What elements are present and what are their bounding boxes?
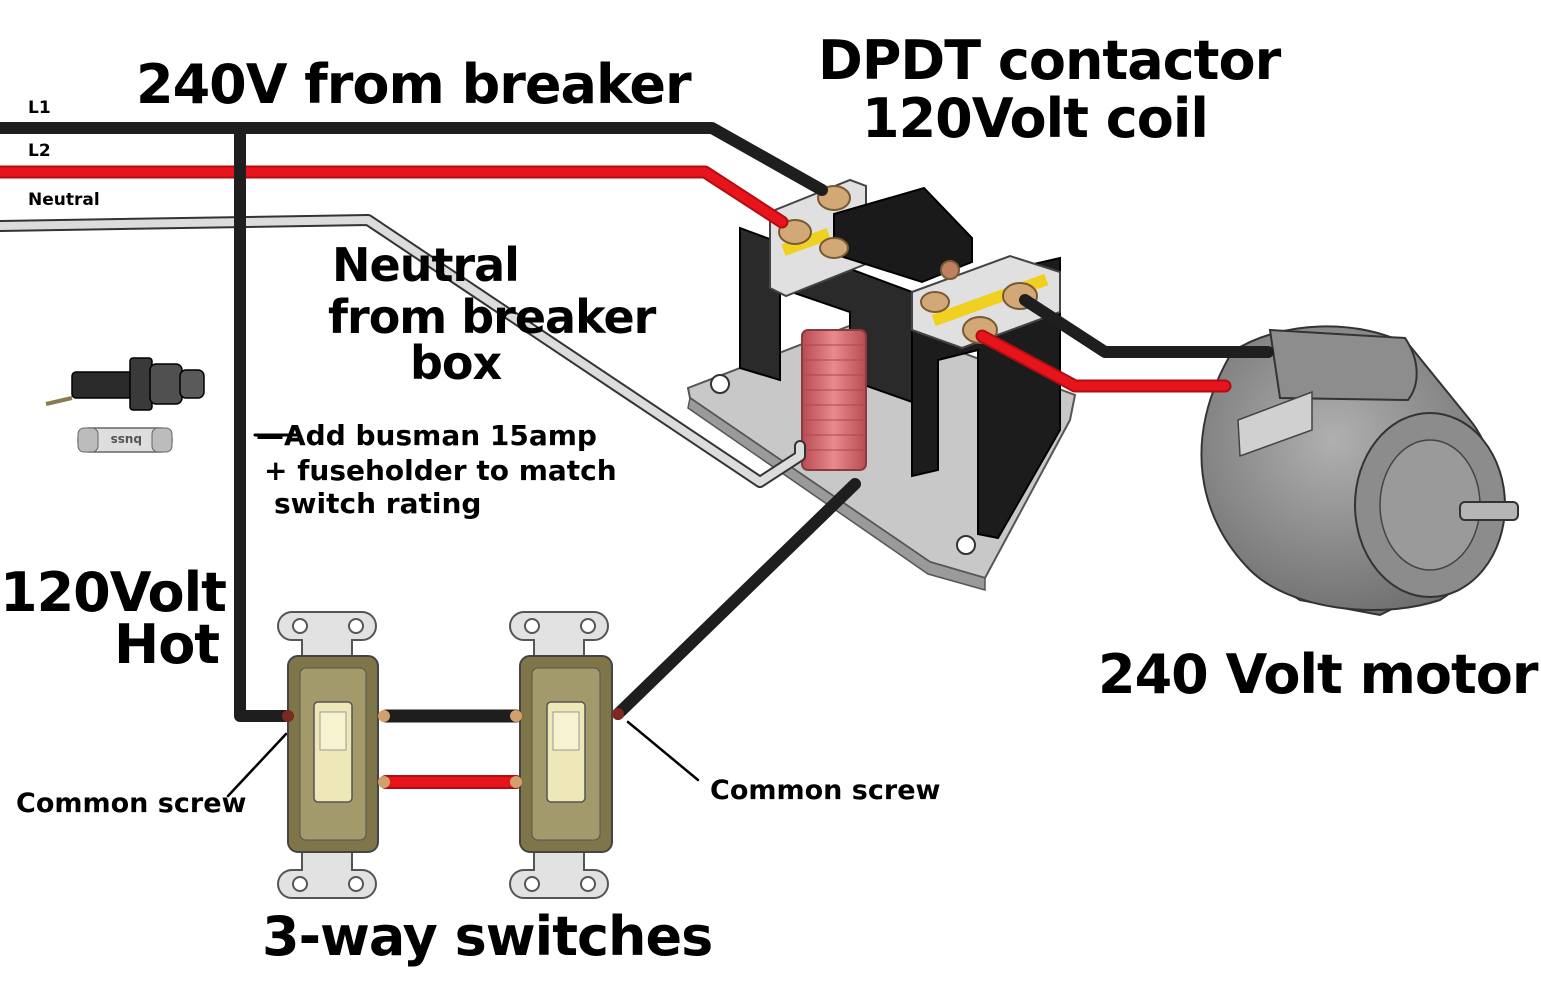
terminal-strip-yellow: [781, 228, 831, 256]
3-way-switch-right: [509, 611, 624, 899]
l2-wire-fill: [0, 167, 787, 227]
motor-black-lead: [1019, 294, 1274, 358]
motor-nameplate: [1237, 390, 1313, 458]
coil-winding: [801, 329, 867, 471]
common-screw-icon: [612, 708, 624, 720]
heading-240v-from-breaker: 240V from breaker: [136, 53, 692, 116]
mount-hole-icon: [956, 535, 976, 555]
fuse-print: buss: [111, 433, 142, 447]
motor-red-lead-fill: [977, 331, 1230, 391]
label-common-screw-left: Common screw: [16, 788, 247, 819]
l1-wire: [0, 122, 828, 196]
label-120volt: 120Volt: [0, 561, 227, 624]
wire-label-l2: L2: [28, 141, 51, 161]
dpdt-contactor: [686, 178, 1077, 591]
coil-feed-wire: [612, 478, 861, 720]
label-neutral-from-line2: from breaker: [328, 290, 656, 344]
wires: [0, 122, 1274, 798]
label-hot: Hot: [114, 613, 220, 676]
hot-wire: [234, 122, 294, 722]
common-leader-right: [626, 720, 700, 782]
fuse-holder: [45, 357, 205, 411]
label-common-screw-right: Common screw: [710, 775, 941, 806]
fuse-note-line3: switch rating: [274, 487, 482, 520]
mount-hole-icon: [710, 374, 730, 394]
motor-junction-box: [1268, 328, 1418, 402]
contactor-base-edge: [687, 396, 986, 591]
busman-fuse: buss: [77, 427, 173, 453]
240v-motor: [1200, 325, 1519, 617]
label-240-volt-motor: 240 Volt motor: [1098, 643, 1538, 706]
label-neutral-from-line1: Neutral: [332, 238, 520, 292]
3-way-switch-left: [277, 611, 390, 899]
common-screw-icon: [282, 710, 294, 722]
wire-label-l1: L1: [28, 98, 51, 118]
wire-label-neutral: Neutral: [28, 190, 100, 210]
common-leader-left: [226, 732, 288, 798]
fuse-note-line1: —Add busman 15amp: [256, 419, 597, 452]
heading-dpdt-contactor: DPDT contactor: [818, 29, 1281, 92]
fuse-note-line2: + fuseholder to match: [264, 454, 617, 487]
l2-wire: [0, 165, 789, 229]
heading-120volt-coil: 120Volt coil: [862, 87, 1209, 150]
label-3-way-switches: 3-way switches: [262, 905, 713, 968]
label-neutral-from-line3: box: [410, 336, 502, 390]
motor-shaft: [1459, 501, 1519, 521]
